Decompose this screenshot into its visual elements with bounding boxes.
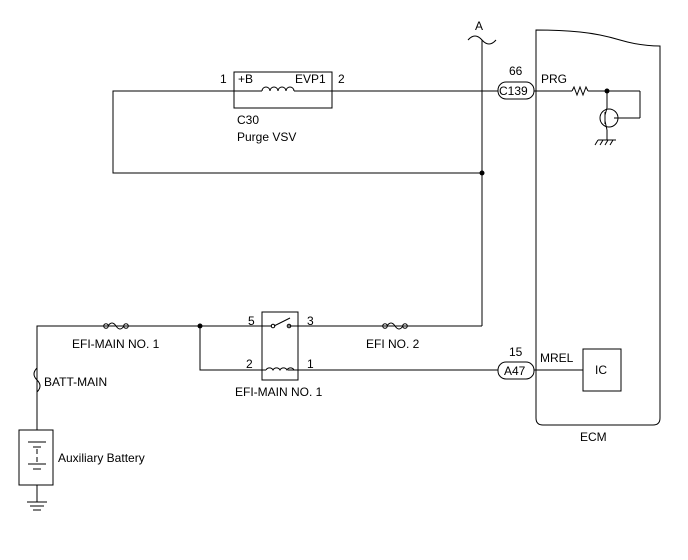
- ic-label: IC: [595, 363, 607, 377]
- ecm-label: ECM: [580, 430, 607, 444]
- branch-a-label: A: [475, 19, 483, 33]
- relay-box: [261, 311, 299, 381]
- battery: [18, 429, 54, 486]
- wire-vsv-left-loop: [112, 90, 482, 174]
- purge-vsv-box: [233, 71, 333, 109]
- branch-a-symbol: [467, 35, 497, 45]
- wire-main-bus: [36, 325, 262, 430]
- vsv-terminal-left: +B: [238, 72, 253, 86]
- vsv-terminal-right: EVP1: [295, 72, 326, 86]
- relay-pin-5: 5: [248, 314, 255, 328]
- connector-c139-label: C139: [499, 84, 528, 98]
- coil-icon: [265, 367, 295, 372]
- relay-switch-icon: [273, 317, 291, 327]
- battery-box: [18, 429, 54, 486]
- fuse-icon: [33, 367, 41, 393]
- fuse-batt-main: [33, 367, 41, 393]
- vsv-pin-right: 2: [338, 72, 345, 86]
- relay-pin-1: 1: [307, 357, 314, 371]
- fuse-efi-main1: [103, 322, 129, 330]
- fuse-icon: [386, 322, 404, 330]
- ground-icon: [594, 139, 616, 146]
- transistor-icon: [599, 107, 640, 131]
- ic-block: [582, 348, 622, 392]
- battery-icon: [28, 441, 46, 470]
- ecm: ECM C139 66 PRG A47 15: [497, 29, 661, 444]
- fuse-efi-no2: [382, 322, 408, 330]
- resistor-icon: [571, 85, 589, 97]
- ecm-box: [535, 29, 661, 426]
- connector-a47-label: A47: [504, 364, 526, 378]
- connector-c139-pin: 66: [509, 64, 523, 78]
- efi-main-relay: 5 3 2 1: [246, 311, 314, 381]
- junction-dot: [479, 170, 485, 176]
- signal-mrel-label: MREL: [540, 351, 574, 365]
- vsv-pin-left: 1: [220, 72, 227, 86]
- relay-pin-2: 2: [246, 357, 253, 371]
- battery-label: Auxiliary Battery: [58, 451, 145, 465]
- relay-pin-3: 3: [307, 314, 314, 328]
- vsv-connector-label: C30: [237, 113, 259, 127]
- junction-dot: [197, 323, 203, 329]
- fuse-efi-no2-label: EFI NO. 2: [366, 337, 420, 351]
- coil-icon: [261, 86, 295, 92]
- vsv-name-label: Purge VSV: [237, 130, 296, 144]
- fuse-efi-main1-label: EFI-MAIN NO. 1: [72, 337, 160, 351]
- fuse-batt-main-label: BATT-MAIN: [44, 375, 107, 389]
- ground-icon: [27, 501, 47, 511]
- relay-name-label: EFI-MAIN NO. 1: [235, 385, 323, 399]
- fuse-icon: [107, 322, 125, 330]
- purge-vsv: +B EVP1 1 2 C30 Purge VSV: [220, 71, 345, 144]
- wire-relay-coil-feed: [199, 326, 262, 371]
- signal-prg-label: PRG: [541, 72, 567, 86]
- connector-a47-pin: 15: [509, 345, 523, 359]
